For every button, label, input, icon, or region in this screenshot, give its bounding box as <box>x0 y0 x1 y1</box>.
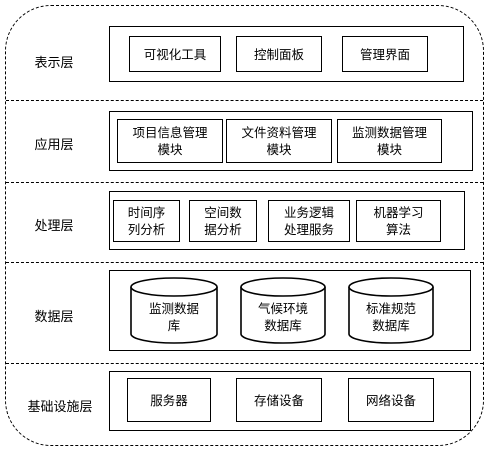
box-text: 服务器 <box>150 392 188 408</box>
box-text-line2: 模块 <box>266 142 292 157</box>
box-text-line2: 模块 <box>376 142 402 157</box>
time-series-analysis-box: 时间序 列分析 <box>113 200 180 242</box>
storage-device-box: 存储设备 <box>236 378 322 422</box>
box-text-line2: 模块 <box>157 142 183 157</box>
box-text-line1: 机器学习 <box>373 205 424 220</box>
box-text-line2: 列分析 <box>127 222 166 237</box>
cylinder-text-line2: 数据库 <box>372 318 410 333</box>
spatial-analysis-box: 空间数 据分析 <box>189 200 257 242</box>
machine-learning-box: 机器学习 算法 <box>356 200 441 242</box>
cylinder-text-line1: 监测数据 <box>148 301 199 316</box>
cylinder-text-line1: 气候环境 <box>257 301 308 316</box>
box-text: 网络设备 <box>365 392 416 408</box>
layer-divider <box>6 262 483 263</box>
application-layer-frame <box>109 111 473 171</box>
presentation-layer-frame <box>109 26 464 82</box>
architecture-outer-boundary <box>5 5 484 446</box>
document-module-box: 文件资料管理 模块 <box>226 119 332 163</box>
climate-database-cylinder: 气候环境 数据库 <box>240 277 326 345</box>
project-info-module-box: 项目信息管理 模块 <box>117 119 223 163</box>
box-text: 控制面板 <box>253 46 304 62</box>
cylinder-text-line1: 标准规范 <box>365 301 416 316</box>
layer-divider <box>6 363 483 364</box>
layer-label-application: 应用层 <box>34 138 74 153</box>
layer-divider <box>6 182 483 183</box>
business-logic-service-box: 业务逻辑 处理服务 <box>268 200 350 242</box>
box-text-line1: 业务逻辑 <box>283 205 334 220</box>
monitoring-data-module-box: 监测数据管理 模块 <box>337 119 442 163</box>
management-interface-box: 管理界面 <box>342 36 428 72</box>
control-panel-box: 控制面板 <box>236 36 322 72</box>
standards-database-cylinder: 标准规范 数据库 <box>348 277 434 345</box>
box-text-line1: 空间数 <box>204 205 242 220</box>
box-text-line1: 时间序 <box>127 205 166 220</box>
infrastructure-layer-frame <box>109 371 471 431</box>
layer-label-data: 数据层 <box>34 310 74 325</box>
layer-label-processing: 处理层 <box>34 219 74 234</box>
box-text: 可视化工具 <box>143 46 207 62</box>
cylinder-text-line2: 数据库 <box>264 318 302 333</box>
layer-label-infrastructure: 基础设施层 <box>27 400 93 415</box>
visualization-tool-box: 可视化工具 <box>129 36 221 72</box>
layer-divider <box>6 100 483 101</box>
box-text-line2: 算法 <box>385 222 411 237</box>
box-text-line1: 文件资料管理 <box>241 125 317 140</box>
box-text-line2: 据分析 <box>204 222 242 237</box>
box-text-line1: 项目信息管理 <box>132 125 208 140</box>
layer-label-presentation: 表示层 <box>34 56 74 71</box>
network-device-box: 网络设备 <box>348 378 434 422</box>
box-text-line1: 监测数据管理 <box>351 125 427 140</box>
server-box: 服务器 <box>127 378 211 422</box>
monitoring-database-cylinder: 监测数据 库 <box>130 277 218 345</box>
cylinder-text-line2: 库 <box>167 318 181 333</box>
box-text-line2: 处理服务 <box>283 222 334 237</box>
box-text: 存储设备 <box>253 392 304 408</box>
box-text: 管理界面 <box>359 46 410 62</box>
processing-layer-frame <box>109 191 465 250</box>
data-layer-frame <box>109 270 471 351</box>
